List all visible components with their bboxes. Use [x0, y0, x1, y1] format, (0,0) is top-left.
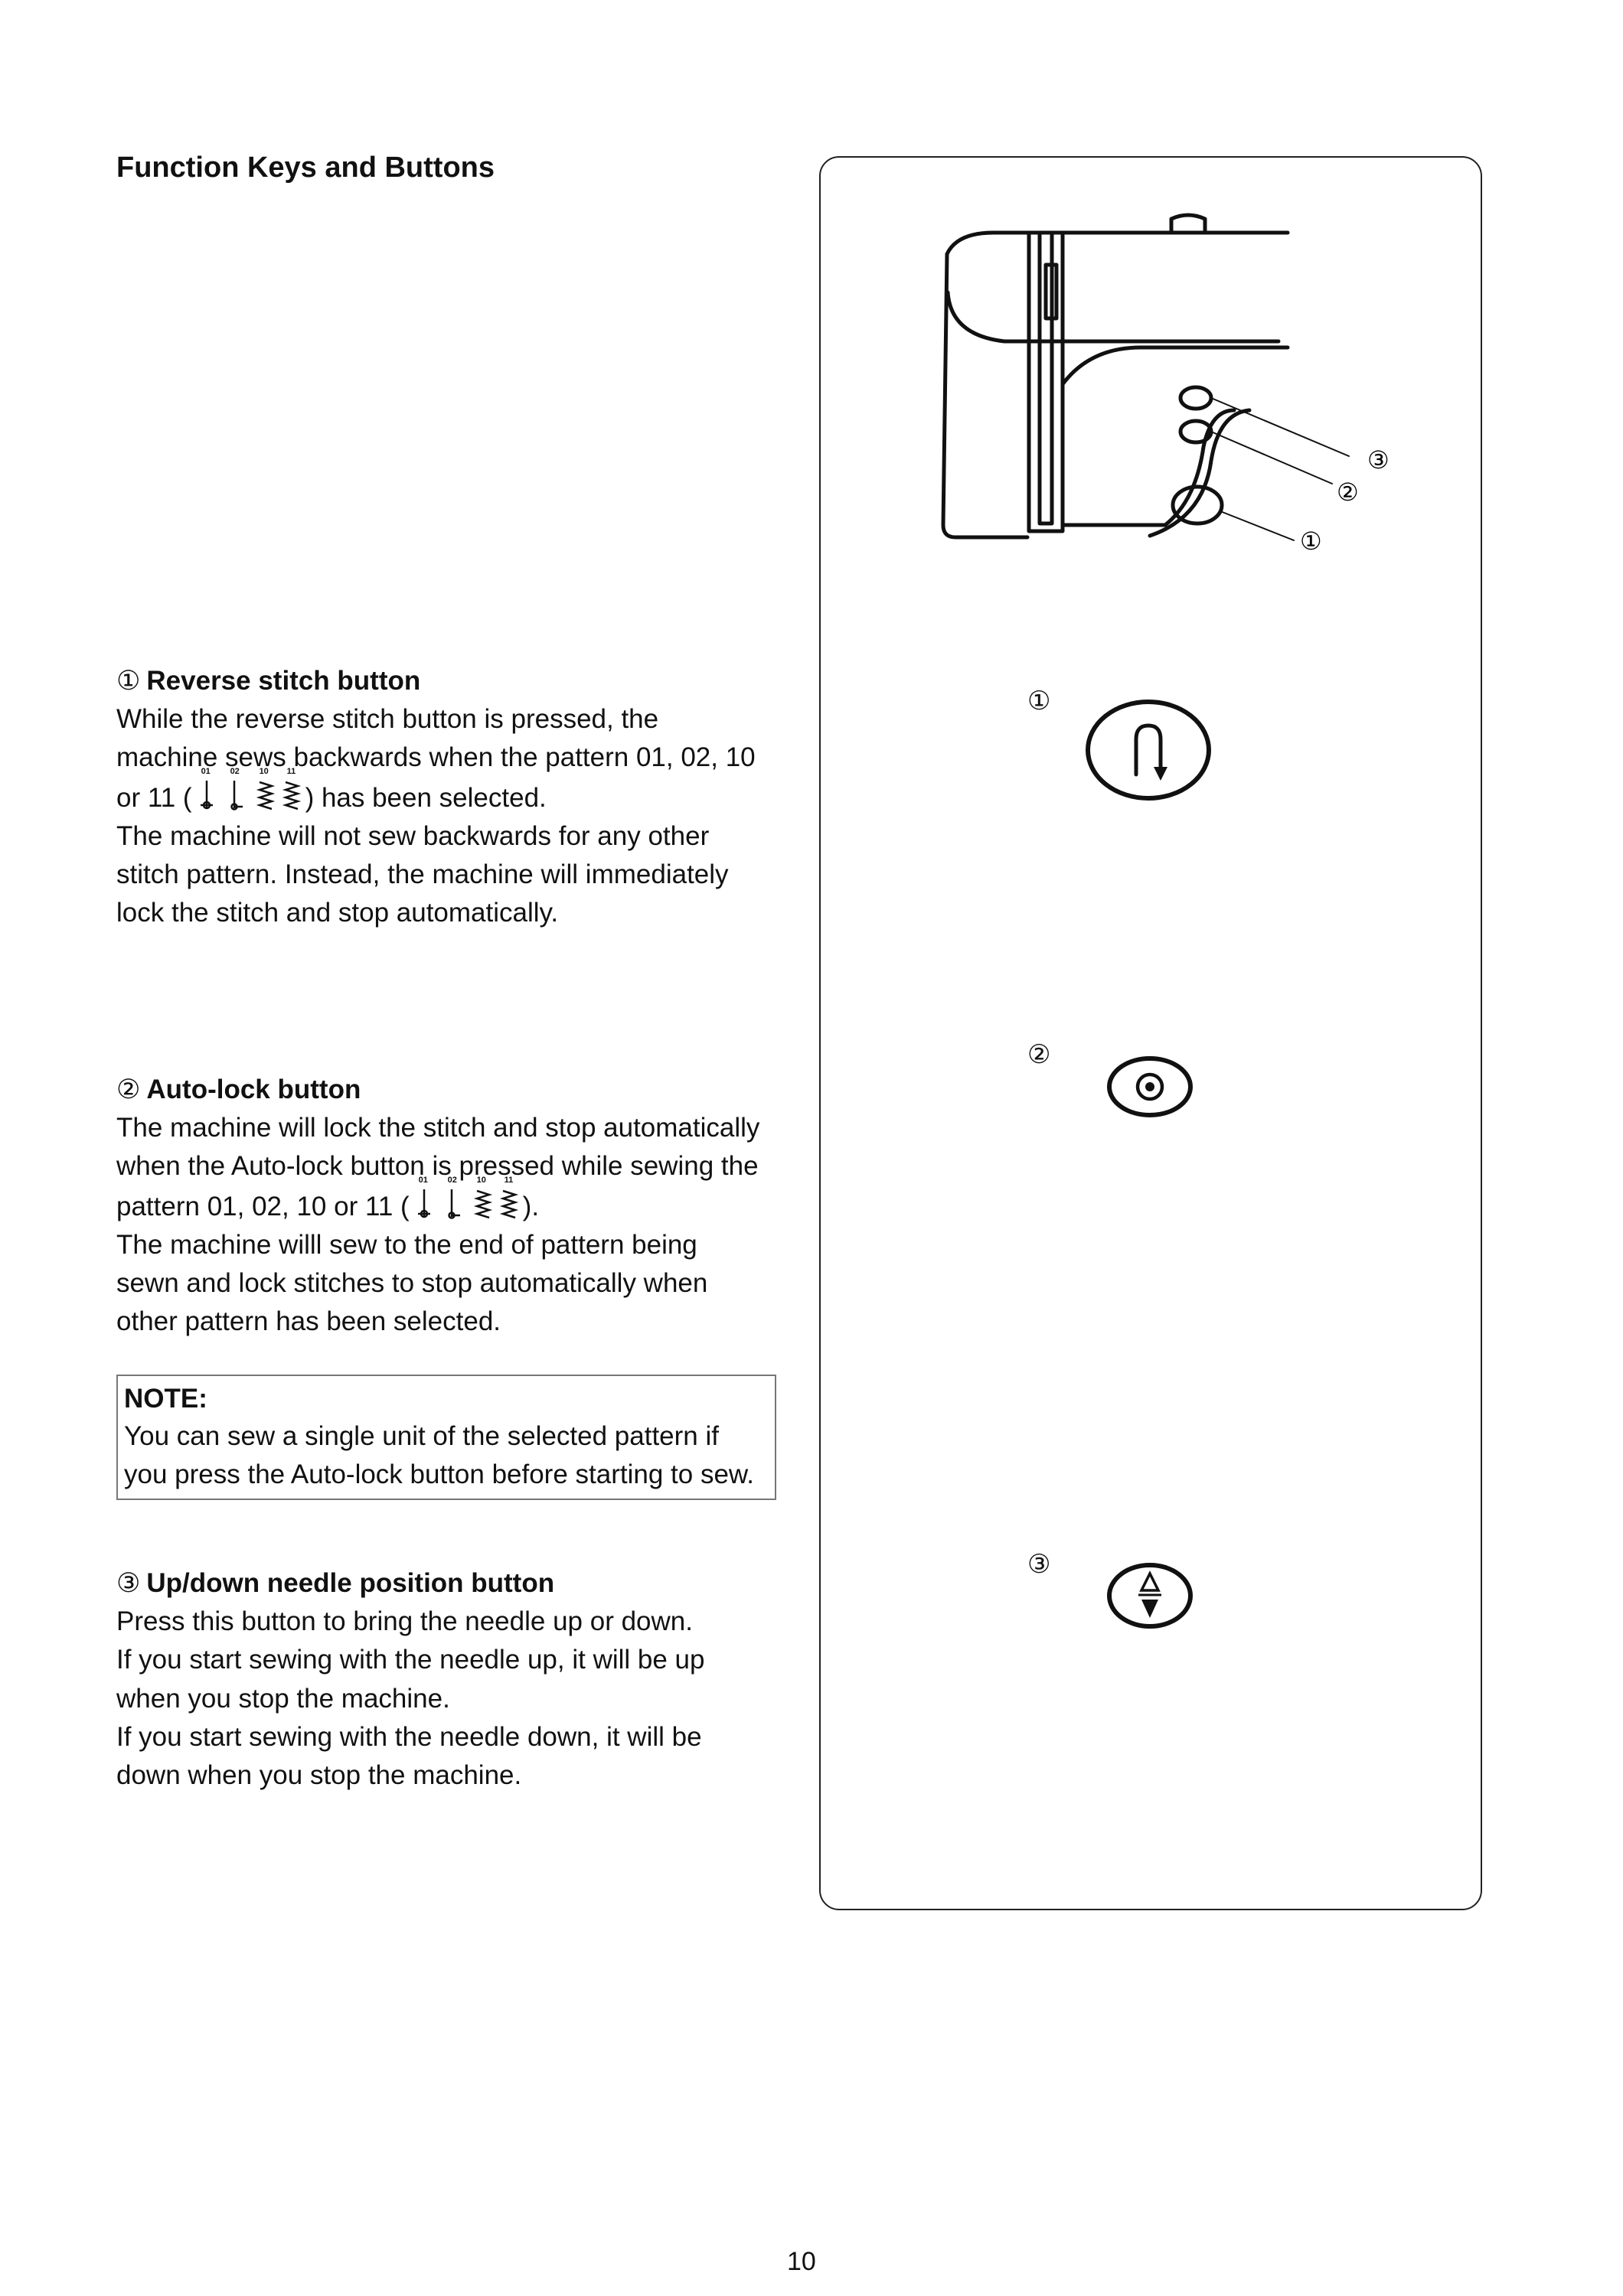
body-line: when the Auto-lock button is pressed whi… — [116, 1151, 759, 1182]
stitch-number: 02 — [230, 766, 240, 776]
callout-3: ③ — [1367, 445, 1390, 475]
body-line: If you start sewing with the needle up, … — [116, 1645, 705, 1675]
body-text: ). — [522, 1191, 540, 1221]
page-title: Function Keys and Buttons — [116, 152, 495, 184]
illustration-panel: ③ ② ① ① ② ③ — [819, 156, 1482, 1910]
needle-up-down-icon — [1107, 1563, 1193, 1629]
body-line: While the reverse stitch button is press… — [116, 704, 659, 734]
stitch-number: 01 — [201, 766, 211, 776]
section-title: Up/down needle position button — [146, 1568, 555, 1598]
stitch-number: 10 — [476, 1175, 486, 1185]
body-line-with-stitches: or 11 ( 01 02 10 11 ) has been selected. — [116, 767, 790, 817]
body-line: lock the stitch and stop automatically. — [116, 898, 559, 928]
section-marker: ① — [116, 666, 141, 696]
body-line-with-stitches: pattern 01, 02, 10 or 11 ( 01 02 10 11 )… — [116, 1176, 790, 1226]
stitch-symbols-icon — [417, 1189, 518, 1219]
stitch-number: 11 — [504, 1175, 514, 1185]
callout-1: ① — [1300, 527, 1322, 556]
callout-2: ② — [1337, 478, 1359, 507]
body-line: stitch pattern. Instead, the machine wil… — [116, 859, 729, 890]
body-line: when you stop the machine. — [116, 1683, 450, 1714]
machine-diagram: ③ ② ① — [941, 213, 1390, 556]
stitch-pattern-icons: 01 02 10 11 — [411, 1176, 521, 1223]
note-line: you press the Auto-lock button before st… — [124, 1459, 754, 1489]
stitch-number: 10 — [259, 766, 269, 776]
button-marker: ③ — [1027, 1550, 1051, 1579]
stitch-number: 01 — [418, 1175, 428, 1185]
body-text: ) has been selected. — [305, 782, 547, 813]
note-line: You can sew a single unit of the selecte… — [124, 1421, 719, 1451]
button-marker: ② — [1027, 1040, 1051, 1069]
section-title: Reverse stitch button — [146, 666, 421, 696]
reverse-arrow-icon — [1086, 700, 1211, 801]
body-line: sewn and lock stitches to stop automatic… — [116, 1268, 708, 1299]
auto-lock-icon — [1107, 1056, 1193, 1117]
body-line: down when you stop the machine. — [116, 1760, 522, 1791]
body-line: The machine will not sew backwards for a… — [116, 820, 710, 851]
section-marker: ③ — [116, 1568, 141, 1598]
note-title: NOTE: — [124, 1384, 207, 1414]
body-line: Press this button to bring the needle up… — [116, 1606, 693, 1636]
stitch-pattern-icons: 01 02 10 11 — [194, 767, 304, 814]
body-line: The machine will lock the stitch and sto… — [116, 1113, 760, 1143]
section-marker: ② — [116, 1075, 141, 1104]
body-line: If you start sewing with the needle down… — [116, 1721, 702, 1752]
note-box: NOTE: You can sew a single unit of the s… — [116, 1375, 776, 1500]
stitch-number: 02 — [447, 1175, 457, 1185]
section-title: Auto-lock button — [146, 1075, 361, 1104]
body-text: pattern 01, 02, 10 or 11 ( — [116, 1191, 410, 1221]
button-marker: ① — [1027, 687, 1051, 716]
page-number: 10 — [787, 2247, 816, 2276]
stitch-symbols-icon — [200, 780, 301, 810]
body-line: machine sews backwards when the pattern … — [116, 742, 756, 773]
body-line: The machine willl sew to the end of patt… — [116, 1229, 697, 1260]
stitch-number: 11 — [286, 766, 296, 776]
body-text: or 11 ( — [116, 782, 192, 813]
body-line: other pattern has been selected. — [116, 1306, 501, 1337]
